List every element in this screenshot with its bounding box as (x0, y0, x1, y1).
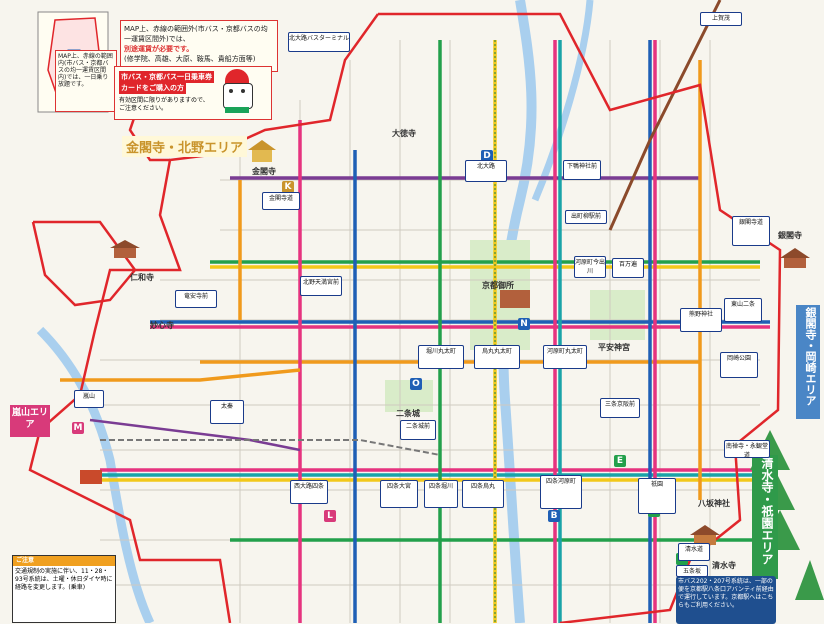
stop-hyakumanben[interactable]: 百万遍 (612, 258, 644, 278)
stop-sanjo-keihan[interactable]: 三条京阪前 (600, 398, 640, 418)
kyoto-station-notice: 市バス202・207号系統は、一部の便を京都駅八条口アバンティ前経由で運行してい… (676, 576, 776, 624)
stop-gion[interactable]: 祇園 (638, 478, 676, 514)
place-kinkakuji: 金閣寺 (252, 167, 276, 176)
temple-icons (80, 140, 810, 545)
area-kiyomizu-title: 清水寺・祇園エリア (752, 455, 778, 579)
fare-notice-line3: (修学院、高雄、大原、鞍馬、貴船方面等) (124, 55, 256, 63)
place-kiyomizudera: 清水寺 (712, 561, 736, 570)
place-ginkakuji: 銀閣寺 (778, 231, 802, 240)
okazaki-park (590, 290, 645, 340)
stop-shijo-horikawa[interactable]: 四条堀川 (424, 480, 458, 508)
stop-ryoanji[interactable]: 竜安寺前 (175, 290, 217, 308)
ticket-title-2: カードをご購入の方 (119, 82, 186, 94)
stop-kitaoji[interactable]: 北大路 (465, 160, 507, 182)
stop-nishioji-shijo[interactable]: 西大路四条 (290, 480, 328, 504)
stop-kumano[interactable]: 熊野神社 (680, 308, 722, 332)
stop-nijojo-mae[interactable]: 二条城前 (400, 420, 436, 440)
stop-arashiyama[interactable]: 嵐山 (74, 390, 104, 408)
line-arashiyama (60, 368, 301, 382)
stop-gojozaka[interactable]: 五条坂 (676, 565, 708, 577)
ticket-box: 市バス・京都バス一日乗車券 カードをご購入の方 有効区間に限りがありますので、ご… (114, 66, 272, 120)
line-jr-sagano (100, 439, 441, 456)
stop-kitano-tenmangu[interactable]: 北野天満宮前 (300, 276, 342, 296)
route-change-heading: ご注意 (13, 556, 115, 566)
unlimited-notice-text: MAP上、赤線の範囲内(市バス・京都バスの均一運賃区間内)では、一日乗り放題です… (58, 53, 113, 88)
route-change-notice: ご注意 交通規制の実施に伴い、11・28・93号系統は、土曜・休日ダイヤ時に経路… (12, 555, 116, 623)
place-myoshinji: 妙心寺 (150, 321, 174, 330)
stop-nanzenji[interactable]: 南禅寺・永観堂道 (724, 440, 770, 459)
stop-ginkakuji-michi[interactable]: 銀閣寺道 (732, 216, 770, 246)
place-nijojo: 二条城 (396, 409, 420, 418)
stop-okazaki[interactable]: 岡崎公園 (720, 352, 758, 378)
stop-kinkakuji-michi[interactable]: 金閣寺道 (262, 192, 300, 210)
stop-kawaramachi-marutamachi[interactable]: 河原町丸太町 (543, 345, 587, 369)
stop-karasuma-marutamachi[interactable]: 烏丸丸太町 (474, 345, 520, 369)
route-change-text: 交通規制の実施に伴い、11・28・93号系統は、土曜・休日ダイヤ時に経路を変更し… (15, 568, 113, 591)
fare-notice-line2: 別途運賃が必要です。 (124, 45, 194, 53)
marker-b[interactable]: B (548, 510, 560, 522)
place-gosho: 京都御所 (482, 281, 514, 290)
stop-kitaoji-terminal[interactable]: 北大路バスターミナル (288, 32, 350, 52)
ticket-title-1: 市バス・京都バス一日乗車券 (119, 71, 214, 83)
marker-e[interactable]: E (614, 455, 626, 467)
place-ninnaji: 仁和寺 (130, 273, 154, 282)
line-eizan (608, 0, 722, 231)
marker-o[interactable]: O (410, 378, 422, 390)
stop-shijo-karasuma[interactable]: 四条烏丸 (462, 480, 504, 508)
stop-kiyomizu-michi[interactable]: 清水道 (678, 543, 710, 561)
stop-kamigamo[interactable]: 上賀茂 (700, 12, 742, 26)
stop-demachiyanagi[interactable]: 出町柳駅前 (565, 210, 607, 224)
fare-notice-line1: MAP上、赤線の範囲外(市バス・京都バスの均一運賃区間外)では、 (124, 25, 268, 43)
marker-m[interactable]: M (72, 422, 84, 434)
fare-boundary-west (31, 220, 137, 307)
mascot-icon (217, 69, 257, 115)
stop-uzumasa[interactable]: 太秦 (210, 400, 244, 424)
stop-horikawa-marutamachi[interactable]: 堀川丸太町 (418, 345, 464, 369)
kyoto-station-notice-text: 市バス202・207号系統は、一部の便を京都駅八条口アバンティ前経由で運行してい… (678, 578, 774, 609)
stop-shijo-omiya[interactable]: 四条大宮 (380, 480, 418, 508)
unlimited-notice-box: MAP上、赤線の範囲内(市バス・京都バスの均一運賃区間内)では、一日乗り放題です… (55, 50, 117, 112)
area-kinkaku-title: 金閣寺・北野エリア (122, 136, 248, 157)
marker-l[interactable]: L (324, 510, 336, 522)
stop-higashiyama-nijo[interactable]: 東山二条 (724, 298, 762, 322)
area-arashiyama-title: 嵐山エリア (10, 405, 50, 437)
marker-n[interactable]: N (518, 318, 530, 330)
stop-kawaramachi-imadegawa[interactable]: 河原町今出川 (574, 256, 606, 278)
place-yasaka: 八坂神社 (698, 499, 730, 508)
ticket-note: 有効区間に限りがありますので、ご注意ください。 (119, 97, 209, 112)
place-daitokuji: 大徳寺 (392, 129, 416, 138)
stop-shijo-kawaramachi[interactable]: 四条河原町 (540, 475, 582, 509)
marker-d[interactable]: D (481, 150, 493, 162)
katsura-river (36, 326, 155, 623)
marker-k[interactable]: K (282, 181, 294, 193)
area-ginkaku-title: 銀閣寺・岡崎エリア (796, 305, 820, 419)
bus-lines (60, 0, 770, 623)
fare-notice-box: MAP上、赤線の範囲外(市バス・京都バスの均一運賃区間外)では、 別途運賃が必要… (120, 20, 278, 72)
place-heian: 平安神宮 (598, 343, 630, 352)
stop-shimogamo[interactable]: 下鴨神社前 (563, 160, 601, 180)
nijojo-park (385, 380, 433, 412)
